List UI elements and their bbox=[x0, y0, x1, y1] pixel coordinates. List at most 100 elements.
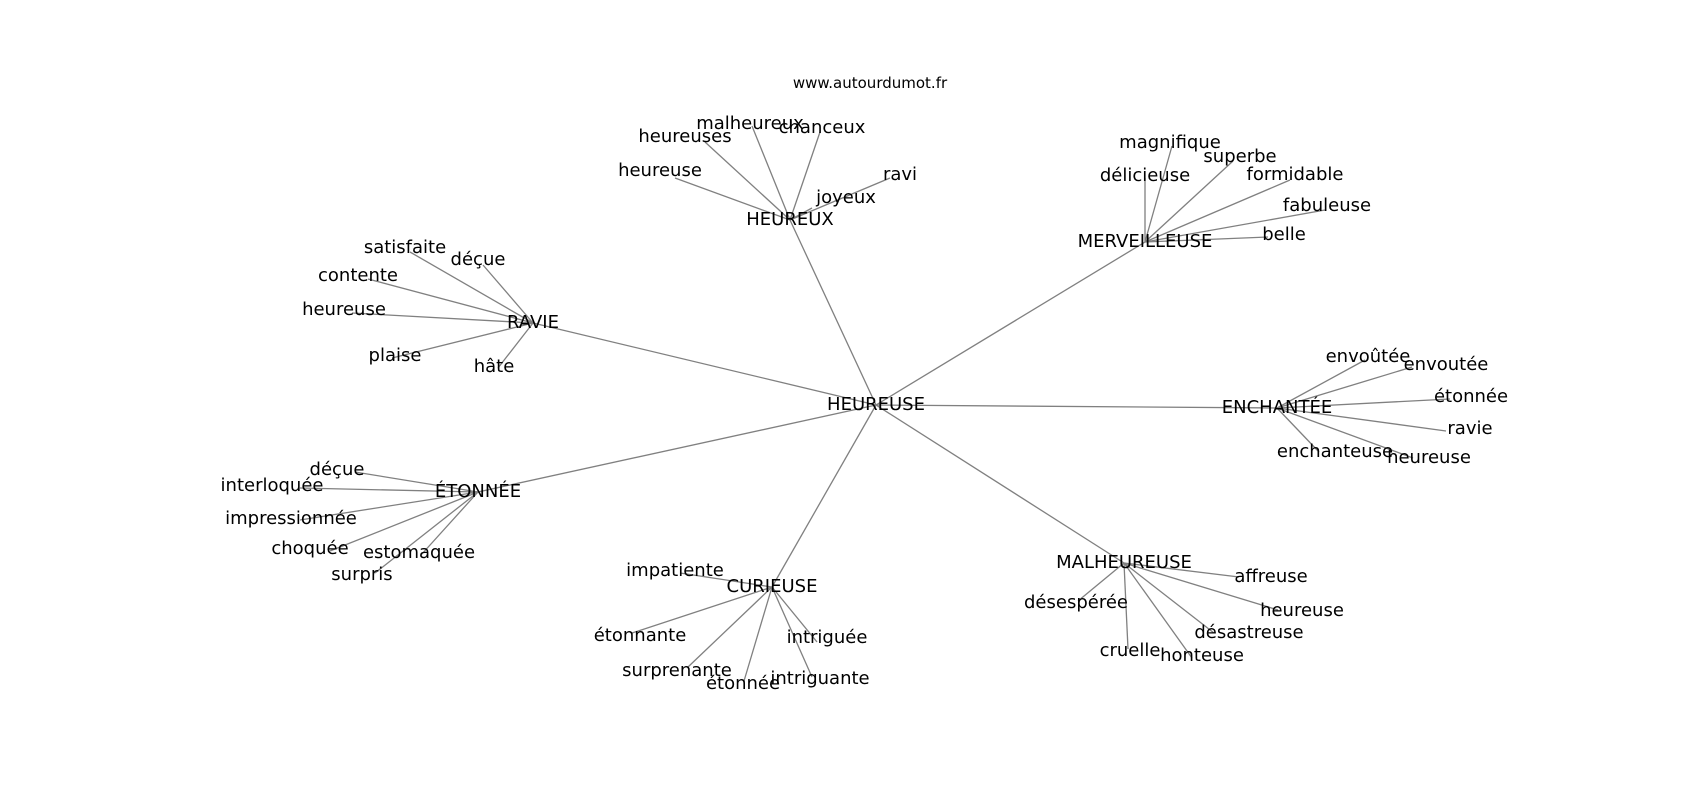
edge-center-curieuse bbox=[771, 404, 877, 588]
leaf-node: surpris bbox=[331, 564, 392, 585]
leaf-node: plaise bbox=[369, 345, 422, 366]
leaf-node: choquée bbox=[271, 538, 348, 559]
hub-node-ravie: RAVIE bbox=[507, 312, 559, 333]
leaf-node: étonnée bbox=[706, 673, 780, 694]
edge-center-ravie bbox=[532, 322, 877, 406]
leaf-node: désastreuse bbox=[1194, 622, 1303, 643]
edge-heureux-leaf-3 bbox=[674, 177, 791, 221]
center-node: HEUREUSE bbox=[827, 394, 925, 415]
edge-center-etonnee bbox=[477, 404, 877, 493]
edge-curieuse-leaf-3 bbox=[687, 586, 773, 668]
leaf-node: satisfaite bbox=[364, 237, 446, 258]
edge-etonnee-leaf-0 bbox=[354, 471, 479, 493]
edge-merveilleuse-leaf-4 bbox=[1144, 209, 1326, 243]
edge-curieuse-leaf-1 bbox=[631, 586, 773, 634]
edge-curieuse-leaf-4 bbox=[743, 586, 773, 682]
edge-etonnee-leaf-4 bbox=[420, 491, 479, 556]
edge-enchantee-leaf-5 bbox=[1276, 407, 1414, 459]
edges bbox=[299, 125, 1451, 682]
edge-ravie-leaf-2 bbox=[367, 278, 534, 324]
leaf-node: hâte bbox=[474, 356, 515, 377]
edge-merveilleuse-leaf-1 bbox=[1144, 160, 1234, 243]
edge-curieuse-leaf-5 bbox=[771, 586, 813, 678]
leaf-node: étonnée bbox=[1434, 386, 1508, 407]
leaf-node: belle bbox=[1262, 224, 1306, 245]
leaf-node: impressionnée bbox=[225, 508, 357, 529]
leaf-node: désespérée bbox=[1024, 592, 1128, 613]
edge-enchantee-leaf-1 bbox=[1276, 366, 1413, 409]
edge-center-malheureuse bbox=[875, 404, 1125, 564]
leaf-node: affreuse bbox=[1234, 566, 1307, 587]
leaf-node: déçue bbox=[451, 249, 506, 270]
leaf-node: magnifique bbox=[1119, 132, 1221, 153]
hub-node-heureux: HEUREUX bbox=[746, 209, 833, 230]
edge-ravie-leaf-4 bbox=[391, 322, 534, 359]
hub-node-malheureuse: MALHEUREUSE bbox=[1056, 552, 1192, 573]
leaf-node: impatiente bbox=[626, 560, 724, 581]
edge-enchantee-leaf-0 bbox=[1276, 359, 1366, 409]
leaf-node: interloquée bbox=[221, 475, 324, 496]
edge-merveilleuse-leaf-5 bbox=[1144, 236, 1269, 243]
leaf-node: chanceux bbox=[779, 117, 866, 138]
edge-malheureuse-leaf-2 bbox=[1123, 562, 1279, 611]
leaf-node: fabuleuse bbox=[1283, 195, 1371, 216]
hub-node-etonnee: ÉTONNÉE bbox=[435, 480, 521, 502]
leaf-node: estomaquée bbox=[363, 542, 475, 563]
edge-center-heureux bbox=[789, 219, 877, 406]
edge-enchantee-leaf-4 bbox=[1276, 407, 1320, 453]
leaf-node: heureuse bbox=[1260, 600, 1344, 621]
edge-heureux-leaf-0 bbox=[751, 125, 791, 221]
labels: www.autourdumot.fr HEUREUSE HEUREUX malheu… bbox=[221, 74, 1509, 694]
edge-ravie-leaf-3 bbox=[351, 312, 534, 324]
leaf-node: contente bbox=[318, 265, 398, 286]
leaf-node: étonnante bbox=[594, 625, 687, 646]
edge-etonnee-leaf-5 bbox=[374, 491, 479, 574]
edge-malheureuse-leaf-3 bbox=[1123, 562, 1215, 634]
leaf-node: envoutée bbox=[1404, 354, 1489, 375]
edge-malheureuse-leaf-5 bbox=[1123, 562, 1193, 659]
leaf-node: malheureux bbox=[696, 113, 804, 134]
edge-enchantee-leaf-2 bbox=[1276, 398, 1451, 409]
leaf-node: ravie bbox=[1447, 418, 1492, 439]
leaf-node: heureuse bbox=[618, 160, 702, 181]
edge-heureux-leaf-5 bbox=[789, 207, 813, 221]
leaf-node: formidable bbox=[1247, 164, 1344, 185]
edge-merveilleuse-leaf-0 bbox=[1144, 145, 1173, 243]
leaf-node: superbe bbox=[1203, 146, 1276, 167]
leaf-node: cruelle bbox=[1100, 640, 1161, 661]
edge-heureux-leaf-4 bbox=[789, 177, 891, 221]
edge-heureux-leaf-1 bbox=[789, 131, 821, 221]
edge-malheureuse-leaf-1 bbox=[1077, 562, 1125, 602]
edge-heureux-leaf-2 bbox=[704, 141, 791, 221]
leaf-node: heureuses bbox=[638, 126, 731, 147]
edge-merveilleuse-leaf-3 bbox=[1144, 179, 1291, 243]
edge-etonnee-leaf-1 bbox=[299, 487, 479, 493]
leaf-node: honteuse bbox=[1160, 645, 1244, 666]
leaf-node: heureuse bbox=[302, 299, 386, 320]
edge-etonnee-leaf-3 bbox=[329, 491, 479, 552]
edge-ravie-leaf-5 bbox=[497, 322, 534, 369]
hub-node-merveilleuse: MERVEILLEUSE bbox=[1078, 231, 1213, 252]
edge-enchantee-leaf-3 bbox=[1276, 407, 1447, 432]
edge-ravie-leaf-1 bbox=[482, 264, 534, 324]
edge-center-merveilleuse bbox=[875, 241, 1146, 406]
leaf-node: intriguée bbox=[787, 627, 868, 648]
leaf-node: envoûtée bbox=[1326, 346, 1411, 367]
leaf-node: délicieuse bbox=[1100, 165, 1190, 186]
edge-ravie-leaf-0 bbox=[409, 251, 534, 324]
edge-malheureuse-leaf-4 bbox=[1123, 562, 1129, 650]
edge-center-enchantee bbox=[875, 404, 1278, 409]
hub-node-enchantee: ENCHANTÉE bbox=[1222, 396, 1332, 418]
hub-node-curieuse: CURIEUSE bbox=[727, 576, 818, 597]
edge-curieuse-leaf-0 bbox=[679, 572, 773, 588]
site-url: www.autourdumot.fr bbox=[793, 74, 948, 92]
edge-etonnee-leaf-2 bbox=[299, 491, 479, 521]
edge-curieuse-leaf-2 bbox=[771, 586, 818, 643]
leaf-node: joyeux bbox=[815, 187, 876, 208]
leaf-node: surprenante bbox=[622, 660, 732, 681]
edge-malheureuse-leaf-0 bbox=[1123, 562, 1240, 578]
leaf-node: enchanteuse bbox=[1277, 441, 1393, 462]
leaf-node: ravi bbox=[883, 164, 917, 185]
leaf-node: intriguante bbox=[770, 668, 869, 689]
